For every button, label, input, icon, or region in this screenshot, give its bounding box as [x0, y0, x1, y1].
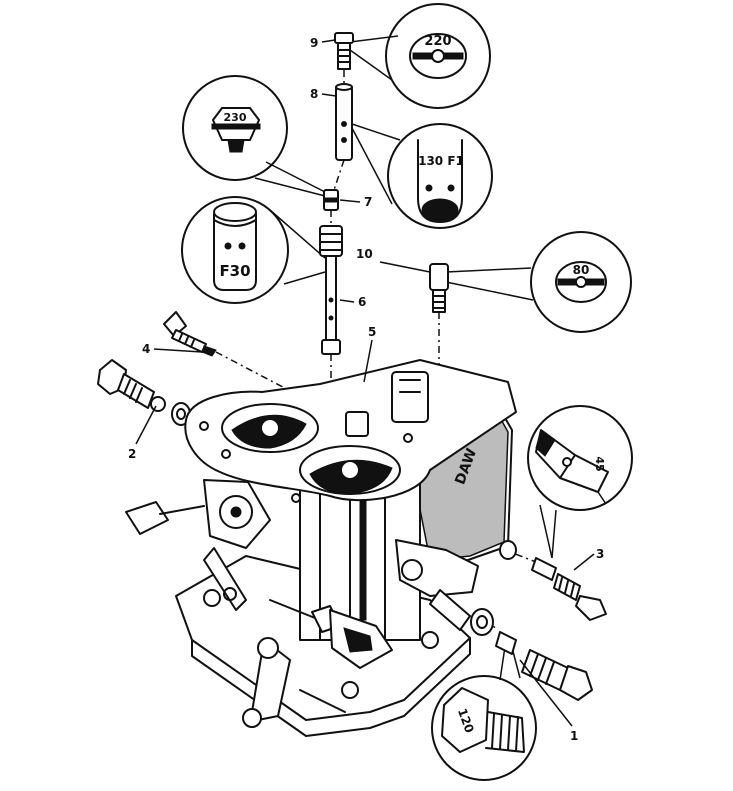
callout-jet-9: 220 [385, 3, 491, 109]
callout-7-calibration: 230 [224, 111, 247, 124]
callout-main-jet-1: 120 [431, 675, 537, 781]
label-5: 5 [368, 325, 376, 339]
part-10-jet [429, 263, 449, 313]
part-3-assembly [499, 540, 607, 621]
part-8-emulsion-tube [335, 83, 353, 161]
callout-jet-10: 80 [530, 231, 632, 333]
callout-10-calibration: 80 [573, 263, 590, 277]
callout-idle-jet-3: 45 [527, 405, 633, 511]
part-1-assembly [470, 608, 593, 701]
part-7-jet [323, 189, 339, 211]
carburetor-body: DAW [125, 359, 517, 737]
number-leader-lines [135, 39, 595, 727]
label-2: 2 [128, 447, 136, 461]
part-number-labels: 9 8 7 10 6 5 4 2 3 1 [128, 36, 604, 743]
callout-3-calibration: 45 [593, 456, 606, 471]
part-6-air-tube [319, 225, 343, 355]
label-6: 6 [358, 295, 366, 309]
callout-emulsion-tube-8: 130 F1 [387, 123, 493, 229]
label-9: 9 [310, 36, 318, 50]
callout-jet-7: 230 [182, 75, 288, 181]
label-8: 8 [310, 87, 318, 101]
callout-8-calibration: 130 F1 [418, 154, 464, 168]
label-3: 3 [596, 547, 604, 561]
label-4: 4 [142, 342, 150, 356]
callout-air-tube-6: F30 [181, 196, 289, 304]
callout-6-calibration: F30 [219, 262, 250, 280]
callout-9-calibration: 220 [424, 34, 451, 49]
label-7: 7 [364, 195, 372, 209]
label-10: 10 [356, 247, 373, 261]
callout-leaders [254, 35, 557, 681]
label-1: 1 [570, 729, 578, 743]
part-9-jet [334, 32, 354, 70]
part-2-fitting [97, 359, 191, 426]
